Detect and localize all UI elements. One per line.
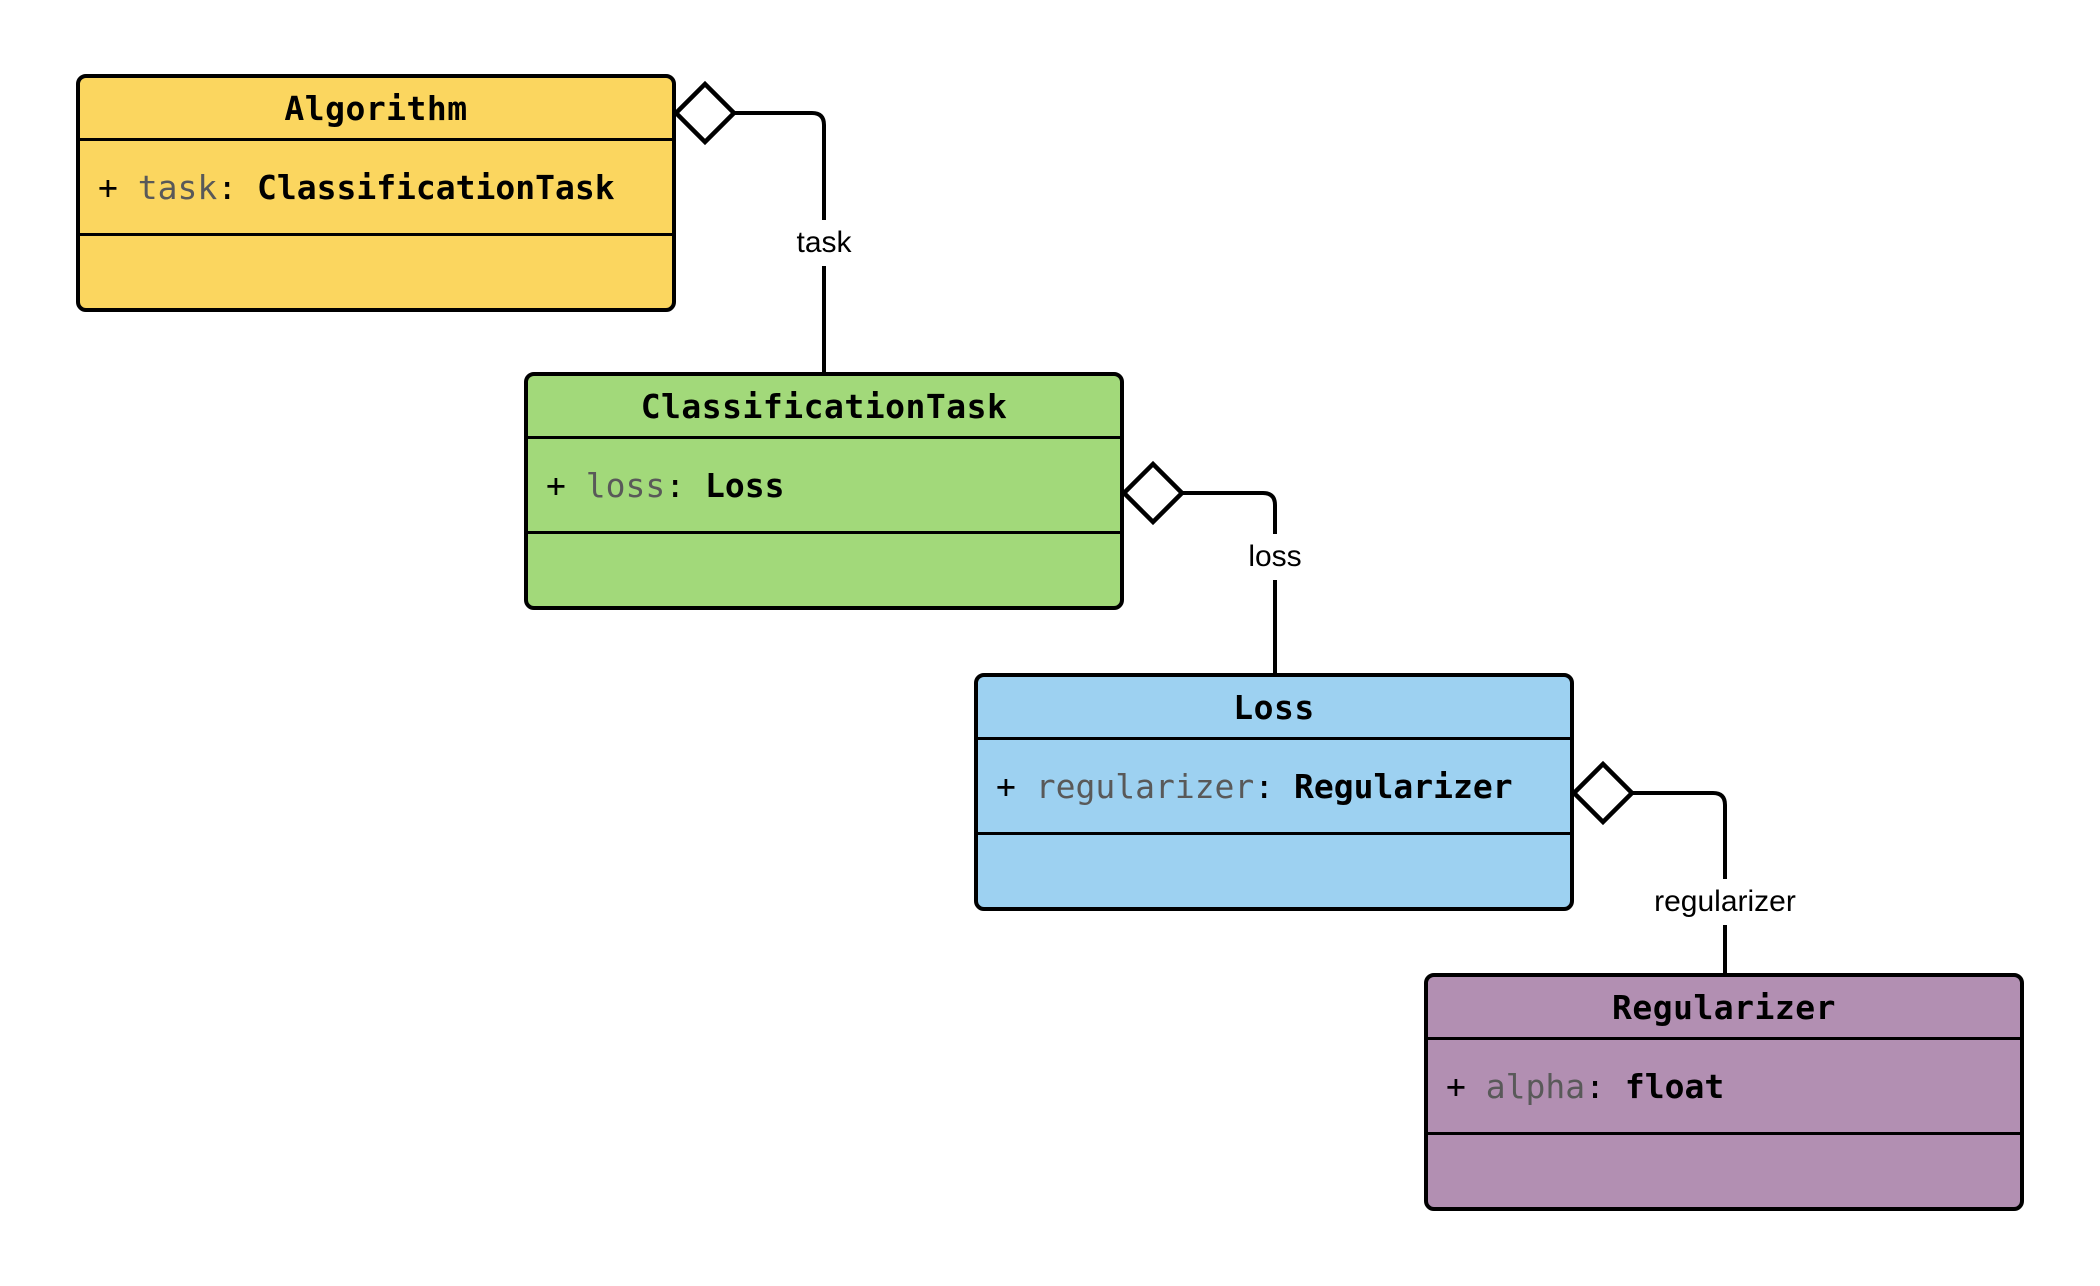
connector-label-loss: loss [1244, 534, 1306, 580]
class-title: Regularizer [1428, 977, 2020, 1040]
class-title: Loss [978, 677, 1570, 740]
class-box-classificationtask[interactable]: ClassificationTask + loss: Loss [524, 372, 1124, 610]
class-box-algorithm[interactable]: Algorithm + task: ClassificationTask [76, 74, 676, 312]
class-operations-empty [528, 534, 1120, 606]
connector-line-loss [1182, 491, 1277, 673]
attribute-type: Regularizer [1294, 766, 1513, 806]
attribute-visibility: + [98, 167, 138, 207]
class-attribute-row: + task: ClassificationTask [80, 141, 672, 236]
aggregation-connector-task [672, 80, 826, 372]
attribute-name: loss [585, 465, 666, 505]
class-operations-empty [1428, 1135, 2020, 1207]
connector-label-regularizer: regularizer [1650, 879, 1800, 925]
attribute-colon: : [1585, 1066, 1625, 1106]
class-operations-empty [80, 236, 672, 308]
class-box-regularizer[interactable]: Regularizer + alpha: float [1424, 973, 2024, 1211]
class-attribute-row: + loss: Loss [528, 439, 1120, 534]
connector-line-regularizer [1632, 791, 1727, 973]
attribute-type: float [1624, 1066, 1725, 1106]
aggregation-diamond-icon [672, 80, 738, 146]
connector-label-task: task [792, 220, 856, 266]
class-operations-empty [978, 835, 1570, 907]
attribute-visibility: + [1446, 1066, 1486, 1106]
aggregation-diamond-icon [1120, 460, 1186, 526]
attribute-visibility: + [546, 465, 586, 505]
aggregation-connector-regularizer [1570, 760, 1727, 973]
attribute-name: task [137, 167, 218, 207]
class-attribute-row: + regularizer: Regularizer [978, 740, 1570, 835]
class-attribute-row: + alpha: float [1428, 1040, 2020, 1135]
attribute-colon: : [665, 465, 705, 505]
attribute-visibility: + [996, 766, 1036, 806]
class-title: ClassificationTask [528, 376, 1120, 439]
aggregation-diamond-icon [1570, 760, 1636, 826]
attribute-colon: : [1254, 766, 1295, 806]
attribute-type: ClassificationTask [256, 167, 615, 207]
attribute-type: Loss [704, 465, 785, 505]
attribute-colon: : [217, 167, 257, 207]
attribute-name: regularizer [1035, 766, 1255, 806]
attribute-name: alpha [1485, 1066, 1586, 1106]
aggregation-connector-loss [1120, 460, 1277, 673]
connector-line-task [734, 111, 826, 372]
class-title: Algorithm [80, 78, 672, 141]
class-box-loss[interactable]: Loss + regularizer: Regularizer [974, 673, 1574, 911]
